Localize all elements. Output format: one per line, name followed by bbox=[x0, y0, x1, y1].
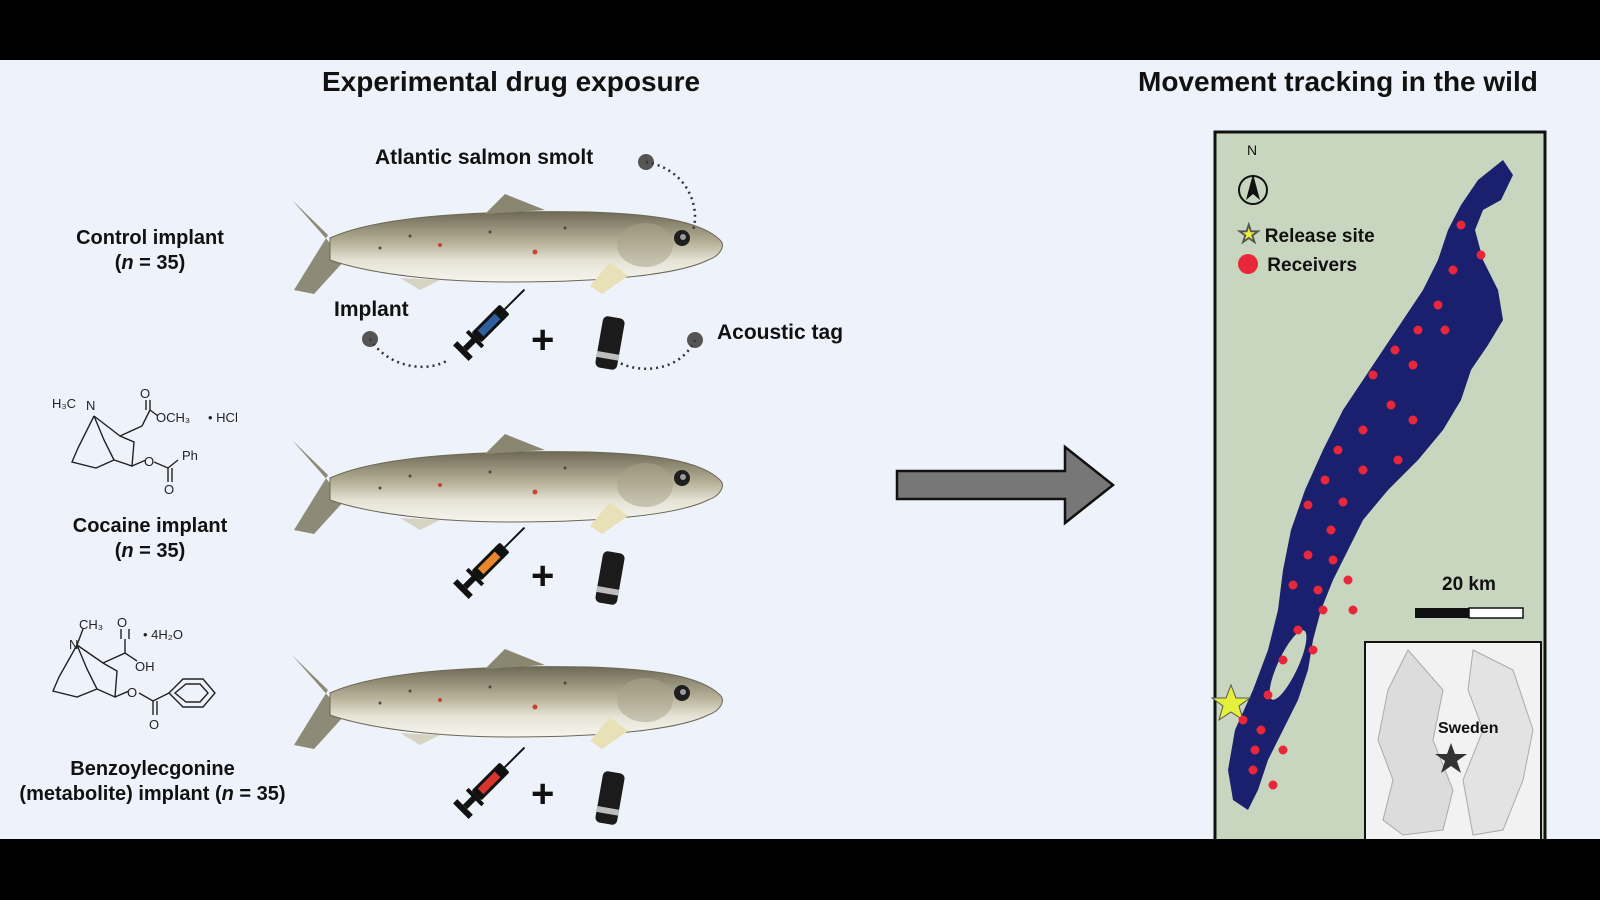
legend-release: ★ Release site bbox=[1238, 221, 1375, 249]
inset-star bbox=[1435, 743, 1467, 773]
receiver-dot bbox=[1293, 625, 1303, 635]
legend-receivers: Receivers bbox=[1238, 254, 1357, 277]
receiver-dot bbox=[1408, 360, 1418, 370]
receiver-dot bbox=[1328, 555, 1338, 565]
acoustic-tag-benzoylecgonine bbox=[595, 771, 625, 825]
svg-text:O: O bbox=[117, 615, 127, 630]
release-star bbox=[1210, 683, 1252, 722]
flow-arrow bbox=[895, 444, 1116, 526]
receiver-dot bbox=[1278, 745, 1288, 755]
receiver-dot bbox=[1343, 575, 1353, 585]
receiver-dot bbox=[1408, 415, 1418, 425]
syringe-control bbox=[453, 288, 526, 361]
syringe-cocaine bbox=[453, 526, 526, 599]
receiver-dot bbox=[1288, 580, 1298, 590]
receiver-dot bbox=[1393, 455, 1403, 465]
benzoylecgonine-structure: CH₃ N O • 4H₂O OH O O bbox=[52, 615, 216, 732]
plus-control: + bbox=[531, 318, 555, 362]
receiver-dot bbox=[1433, 300, 1443, 310]
svg-text:O: O bbox=[164, 482, 174, 497]
right-title: Movement tracking in the wild bbox=[1138, 66, 1538, 97]
receiver-dot bbox=[1440, 325, 1450, 335]
annotation-lines bbox=[362, 154, 703, 371]
scale-bar bbox=[1415, 607, 1524, 619]
group-label-control: Control implant (n = 35) bbox=[76, 227, 224, 274]
receiver-dot bbox=[1386, 400, 1396, 410]
receiver-dot-icon bbox=[1238, 254, 1258, 274]
receiver-dot bbox=[1250, 745, 1260, 755]
receiver-dot bbox=[1456, 220, 1466, 230]
cocaine-structure: H₃C N O OCH₃ • HCl O Ph O bbox=[52, 386, 238, 497]
acoustic-tag-cocaine bbox=[595, 551, 625, 605]
svg-text:O: O bbox=[144, 454, 154, 469]
receiver-dot bbox=[1303, 550, 1313, 560]
svg-text:CH₃: CH₃ bbox=[79, 617, 103, 632]
label-acoustic-tag: Acoustic tag bbox=[717, 321, 844, 344]
svg-text:N: N bbox=[69, 637, 78, 652]
svg-text:• 4H₂O: • 4H₂O bbox=[143, 627, 183, 642]
group-label-benzoylecgonine: Benzoylecgonine (metabolite) implant (n … bbox=[19, 758, 286, 805]
receiver-dot bbox=[1263, 690, 1273, 700]
syringe-benzoylecgonine bbox=[453, 746, 526, 819]
receiver-dot bbox=[1268, 780, 1278, 790]
svg-text:O: O bbox=[140, 386, 150, 401]
svg-text:H₃C: H₃C bbox=[52, 396, 76, 411]
figure-canvas: Experimental drug exposure Movement trac… bbox=[0, 60, 1600, 839]
plus-cocaine: + bbox=[531, 554, 555, 598]
star-icon: ★ bbox=[1238, 221, 1260, 249]
svg-text:N: N bbox=[86, 398, 95, 413]
receiver-dot bbox=[1303, 500, 1313, 510]
receiver-dot bbox=[1358, 425, 1368, 435]
receiver-dot bbox=[1326, 525, 1336, 535]
acoustic-tag-control bbox=[595, 316, 625, 370]
receiver-dot bbox=[1333, 445, 1343, 455]
letterbox-bottom bbox=[0, 839, 1600, 900]
receiver-dot bbox=[1448, 265, 1458, 275]
receiver-dot bbox=[1308, 645, 1318, 655]
map-panel bbox=[1210, 130, 1547, 839]
receivers-layer bbox=[1238, 220, 1486, 790]
receiver-dot bbox=[1358, 465, 1368, 475]
plus-benzoylecgonine: + bbox=[531, 772, 555, 816]
receiver-dot bbox=[1476, 250, 1486, 260]
svg-text:OH: OH bbox=[135, 659, 155, 674]
syringe-fill bbox=[477, 313, 501, 337]
receiver-dot bbox=[1320, 475, 1330, 485]
inset-label: Sweden bbox=[1438, 720, 1499, 737]
north-label: N bbox=[1247, 142, 1258, 158]
receiver-dot bbox=[1338, 497, 1348, 507]
receiver-dot bbox=[1348, 605, 1358, 615]
syringe-fill bbox=[477, 551, 501, 575]
receiver-dot bbox=[1318, 605, 1328, 615]
syringe-fill bbox=[477, 771, 501, 795]
svg-text:OCH₃: OCH₃ bbox=[156, 410, 190, 425]
group-label-cocaine: Cocaine implant (n = 35) bbox=[72, 515, 228, 562]
label-smolt: Atlantic salmon smolt bbox=[375, 146, 594, 169]
left-title: Experimental drug exposure bbox=[322, 66, 701, 97]
label-implant: Implant bbox=[334, 298, 409, 321]
receiver-dot bbox=[1238, 715, 1248, 725]
svg-text:O: O bbox=[149, 717, 159, 732]
receiver-dot bbox=[1368, 370, 1378, 380]
receiver-dot bbox=[1390, 345, 1400, 355]
fish-control bbox=[292, 194, 723, 294]
receiver-dot bbox=[1248, 765, 1258, 775]
receiver-dot bbox=[1278, 655, 1288, 665]
svg-text:• HCl: • HCl bbox=[208, 410, 238, 425]
svg-text:O: O bbox=[127, 685, 137, 700]
scale-label: 20 km bbox=[1442, 574, 1496, 595]
svg-text:Ph: Ph bbox=[182, 448, 198, 463]
receiver-dot bbox=[1256, 725, 1266, 735]
receiver-dot bbox=[1413, 325, 1423, 335]
receiver-dot bbox=[1313, 585, 1323, 595]
compass-icon bbox=[1238, 174, 1268, 205]
